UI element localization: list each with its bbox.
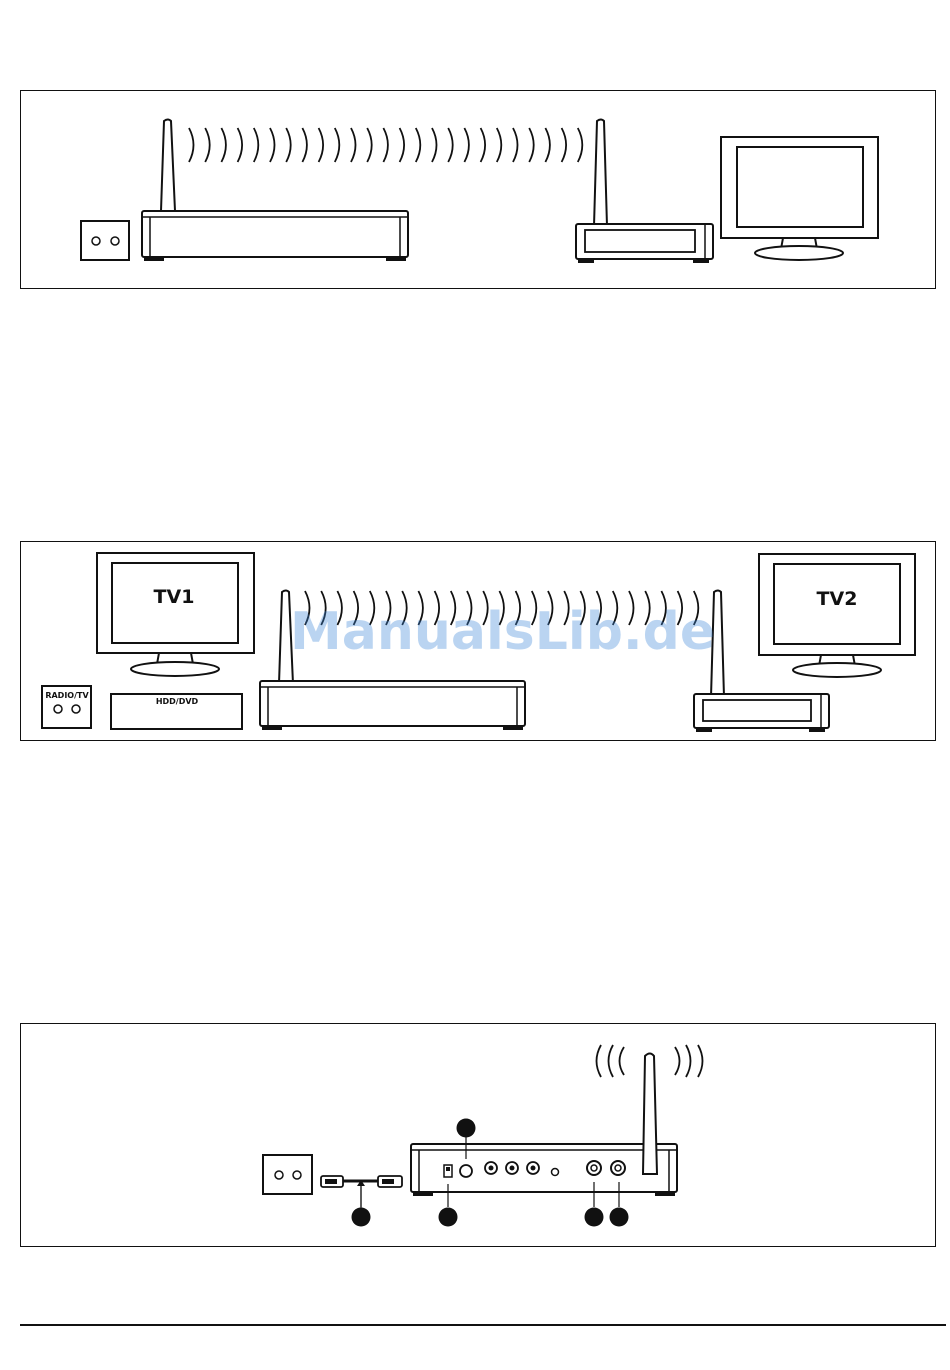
wave-arc bbox=[620, 1047, 625, 1075]
device-antenna-icon bbox=[643, 1054, 657, 1175]
wave-arc bbox=[675, 1047, 680, 1075]
wave-arc bbox=[335, 128, 340, 162]
transmitter-box bbox=[260, 681, 525, 730]
device-rear-panel bbox=[411, 1144, 677, 1196]
wave-arc bbox=[481, 128, 486, 162]
wave-arc bbox=[319, 128, 324, 162]
wave-arc bbox=[529, 128, 534, 162]
wave-arc bbox=[416, 128, 421, 162]
wave-arc bbox=[351, 128, 356, 162]
wave-arc bbox=[221, 128, 226, 162]
wave-arc bbox=[205, 128, 210, 162]
tv2-television-icon: TV2 bbox=[759, 554, 915, 677]
tv2-label: TV2 bbox=[817, 588, 858, 610]
wave-arc bbox=[302, 128, 307, 162]
wave-arc bbox=[562, 128, 567, 162]
wave-arc bbox=[578, 128, 583, 162]
wave-arc bbox=[597, 1045, 602, 1077]
wave-arc bbox=[432, 128, 437, 162]
watermark: ManualsLib.de bbox=[290, 602, 715, 662]
receiver-antenna-icon bbox=[594, 120, 607, 227]
page-footer-rule bbox=[20, 1324, 946, 1326]
callout-dot bbox=[610, 1208, 629, 1227]
radio-tv-socket-icon: RADIO/TV bbox=[42, 686, 91, 728]
wave-arc bbox=[545, 128, 550, 162]
wave-arc bbox=[609, 1045, 614, 1077]
av-jack-icon bbox=[485, 1162, 539, 1174]
radio-tv-label: RADIO/TV bbox=[45, 691, 89, 700]
wave-arc bbox=[464, 128, 469, 162]
tv1-television-icon: TV1 bbox=[97, 553, 254, 676]
hdd-dvd-player-icon: HDD/DVD bbox=[111, 694, 242, 729]
transmitter-box bbox=[142, 211, 408, 261]
wave-arc bbox=[189, 128, 194, 162]
wave-arc bbox=[698, 1045, 703, 1077]
receiver-box bbox=[576, 224, 713, 263]
wireless-signal-icon bbox=[189, 128, 582, 162]
diagram-1-svg bbox=[21, 91, 937, 290]
power-input-icon bbox=[460, 1165, 472, 1177]
transmitter-antenna-icon bbox=[161, 120, 175, 212]
wave-arc bbox=[448, 128, 453, 162]
receiver-box bbox=[694, 694, 829, 732]
diagram-panel-3 bbox=[20, 1023, 936, 1247]
wave-arc bbox=[286, 128, 291, 162]
callout-dot bbox=[585, 1208, 604, 1227]
wave-arc bbox=[270, 128, 275, 162]
wall-socket-icon bbox=[263, 1155, 312, 1194]
wave-arc bbox=[497, 128, 502, 162]
callout-dot bbox=[457, 1119, 476, 1138]
television-icon bbox=[721, 137, 878, 260]
callout-dot bbox=[439, 1208, 458, 1227]
wave-arc bbox=[400, 128, 405, 162]
ir-jack-icon bbox=[552, 1169, 559, 1176]
wave-arc bbox=[238, 128, 243, 162]
callout-dot bbox=[352, 1208, 371, 1227]
hdd-dvd-label: HDD/DVD bbox=[156, 697, 199, 706]
wave-arc bbox=[383, 128, 388, 162]
wave-arc bbox=[686, 1045, 691, 1077]
wave-arc bbox=[513, 128, 518, 162]
diagram-panel-1 bbox=[20, 90, 936, 289]
wall-socket-icon bbox=[81, 221, 129, 260]
wave-arc bbox=[254, 128, 258, 162]
diagram-3-svg bbox=[21, 1024, 937, 1248]
tv1-label: TV1 bbox=[154, 586, 195, 608]
wave-arc bbox=[367, 128, 372, 162]
